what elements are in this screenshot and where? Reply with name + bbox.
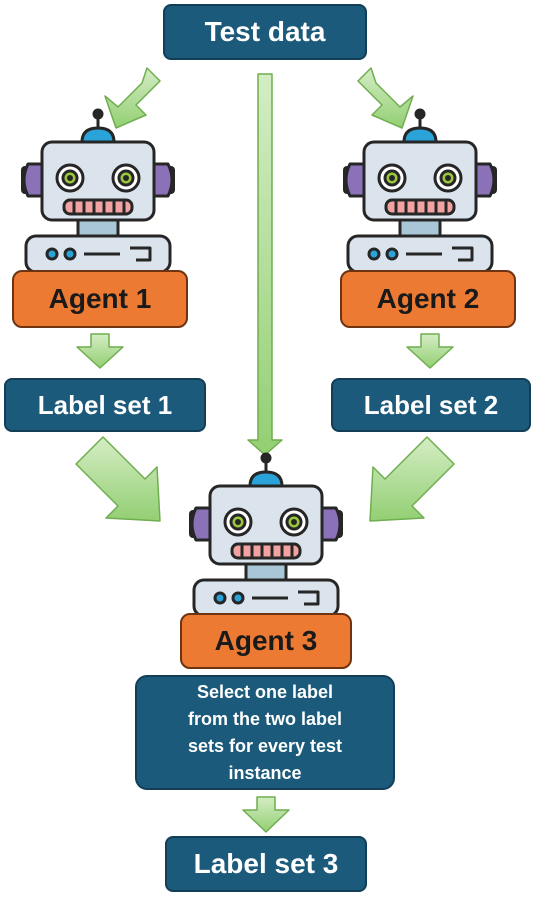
arrow-agent1-to-labelset1 — [76, 333, 124, 369]
test-data-node: Test data — [163, 4, 367, 60]
robot-icon — [21, 108, 175, 274]
arrow-instruction-to-labelset3 — [242, 796, 290, 833]
instruction-line: Select one label — [196, 681, 334, 702]
arrow-labelset1-to-agent3 — [75, 436, 161, 522]
agent-1-node: Agent 1 — [12, 270, 188, 328]
arrow-labelset2-to-agent3 — [369, 436, 455, 522]
arrow-test-to-agent1 — [104, 67, 161, 129]
arrow-test-to-agent2 — [357, 67, 414, 129]
instruction-line: sets for every test — [187, 735, 343, 756]
instruction-node: Select one label from the two label sets… — [135, 675, 395, 790]
label-set-1-node: Label set 1 — [4, 378, 206, 432]
agent-2-node: Agent 2 — [340, 270, 516, 328]
arrow-test-to-agent3 — [247, 73, 283, 456]
arrow-agent2-to-labelset2 — [406, 333, 454, 369]
instruction-line: instance — [228, 762, 302, 783]
instruction-line: from the two label — [187, 708, 342, 729]
agent-3-node: Agent 3 — [180, 613, 352, 669]
robot-icon — [189, 452, 343, 618]
label-set-3-node: Label set 3 — [165, 836, 367, 892]
robot-icon — [343, 108, 497, 274]
label-set-2-node: Label set 2 — [331, 378, 531, 432]
